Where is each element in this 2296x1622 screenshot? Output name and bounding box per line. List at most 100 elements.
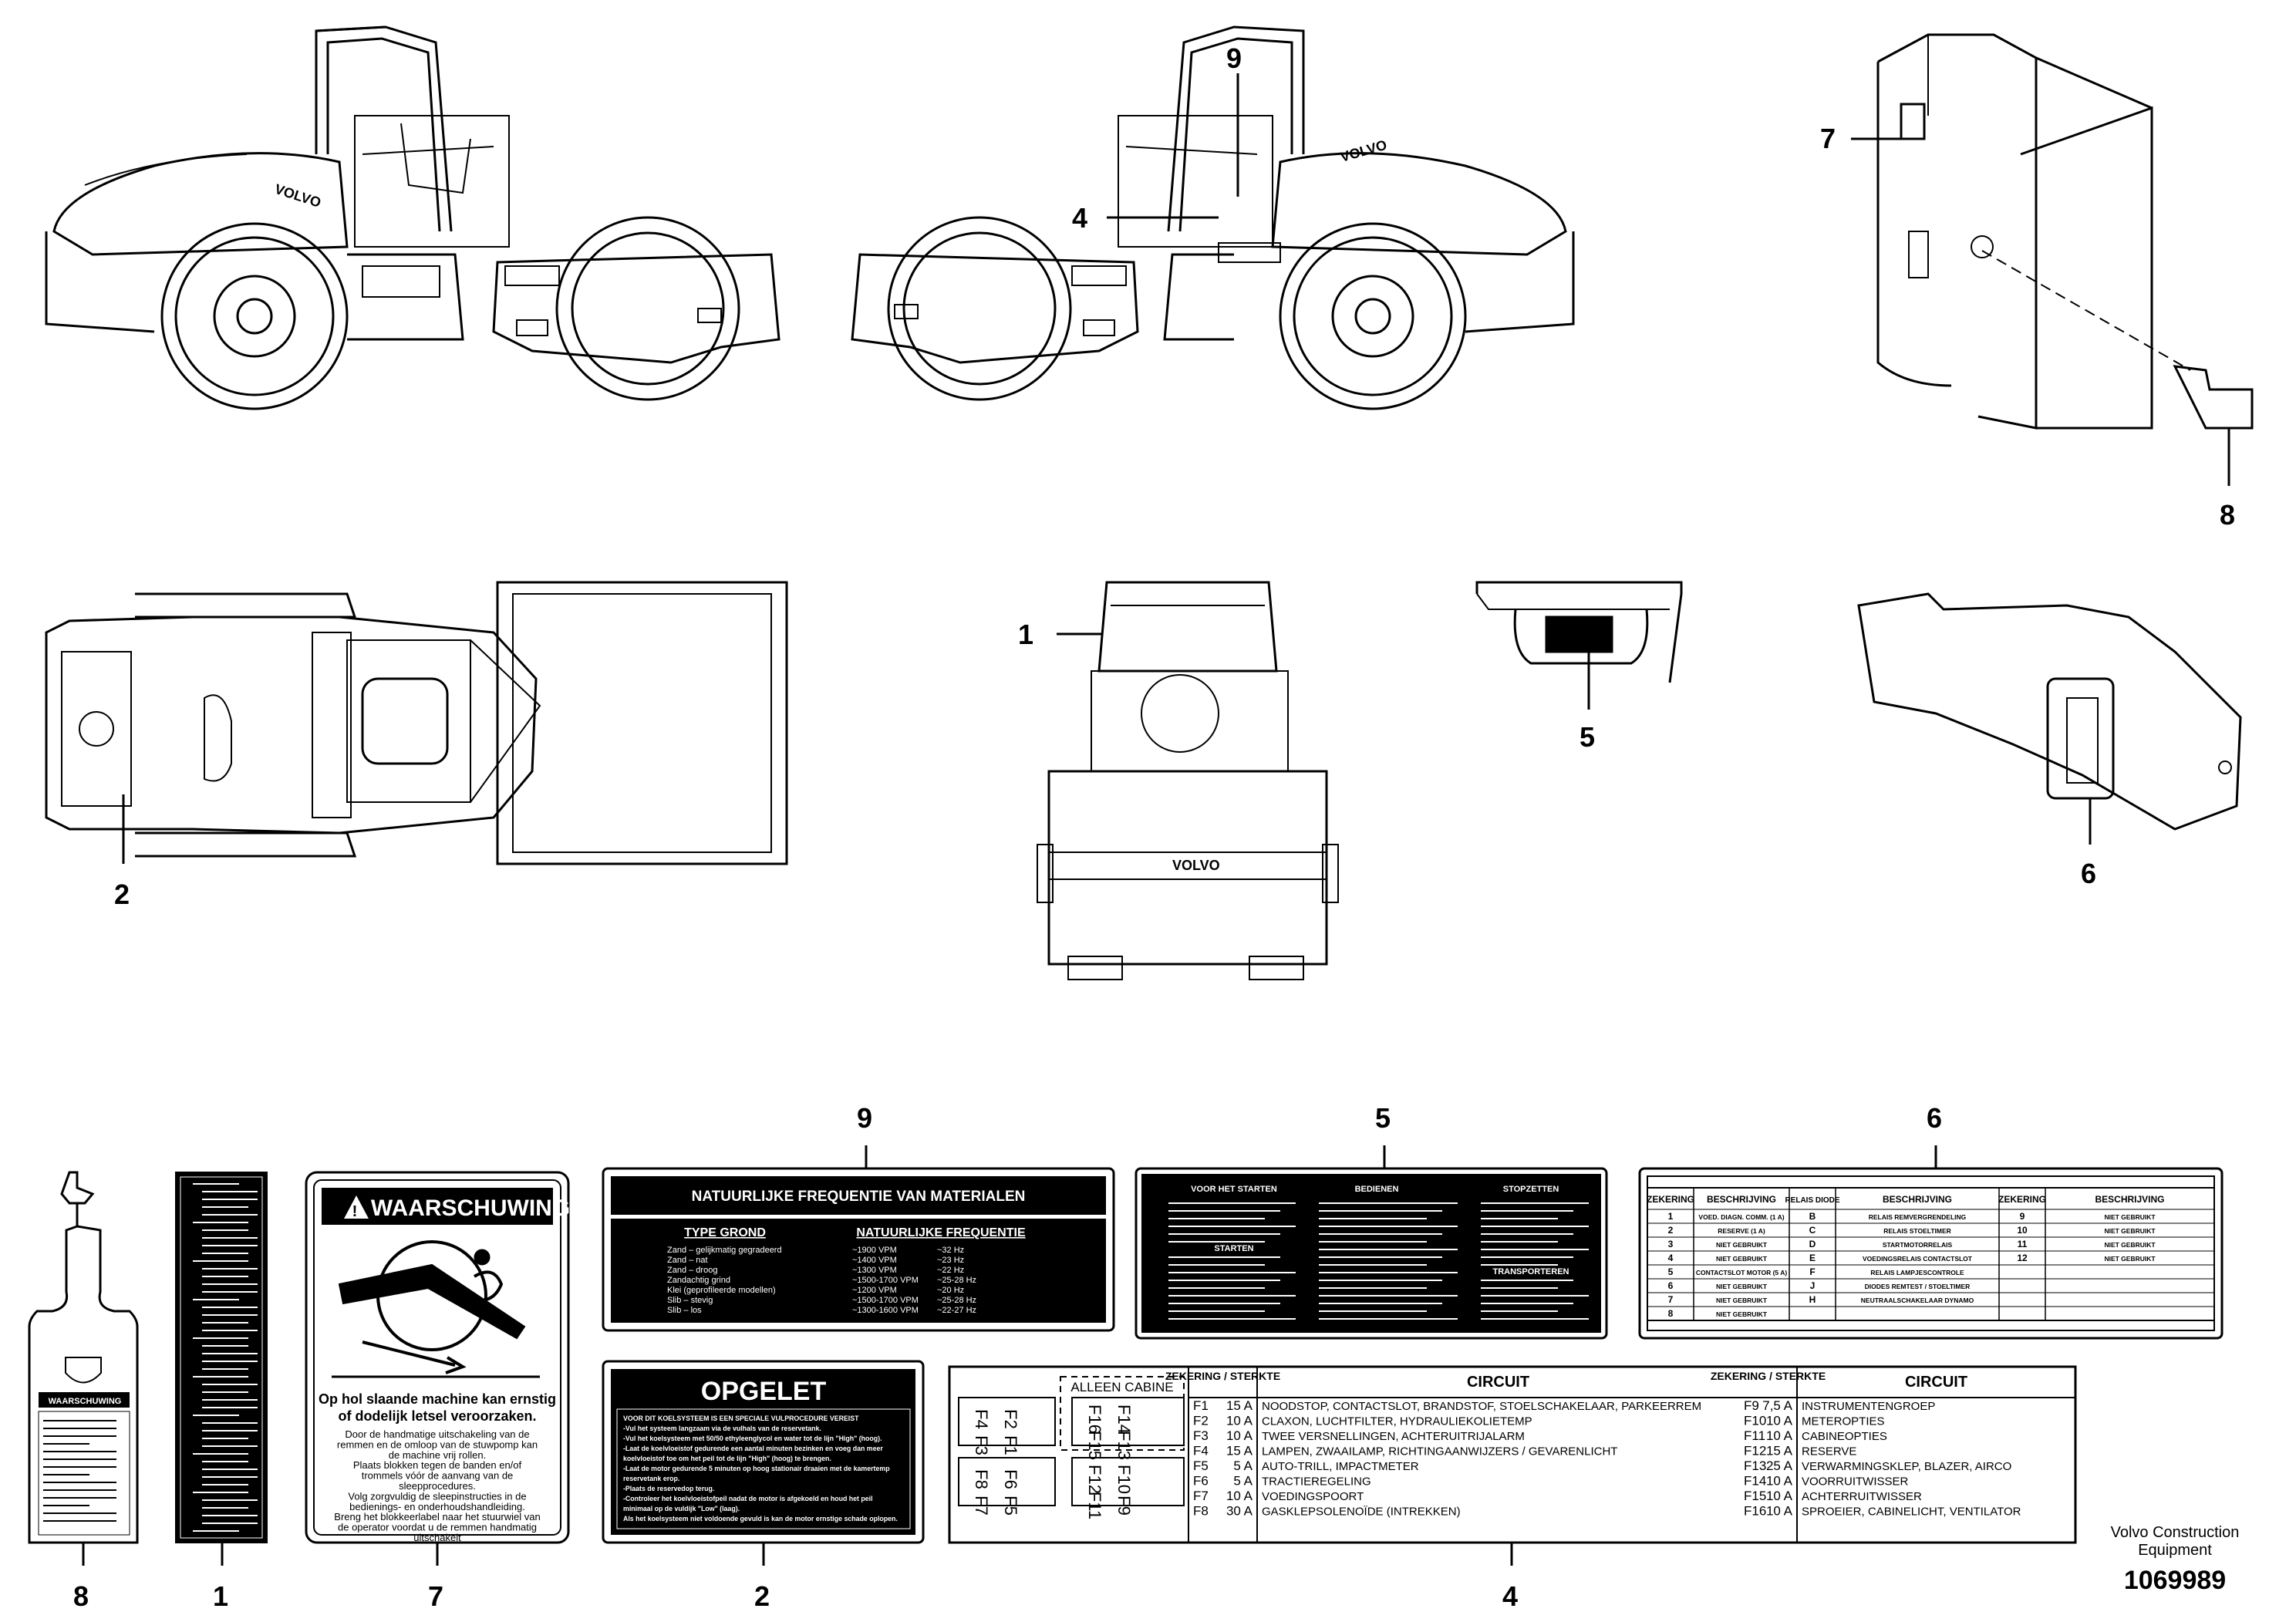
decal-6-cell: 5: [1668, 1266, 1674, 1277]
callout-9: 9: [857, 1102, 872, 1134]
machine-brand-label-left: VOLVO: [273, 181, 323, 211]
decal-7-body-line: de machine vrij rollen.: [389, 1449, 486, 1461]
fuse-label: F12: [1085, 1465, 1104, 1494]
decal-6-cell: NIET GEBRUIKT: [2104, 1255, 2156, 1263]
decal-4-fuse-id: F2: [1193, 1414, 1209, 1428]
decal-4-circuit: SPROEIER, CABINELICHT, VENTILATOR: [1802, 1506, 2021, 1519]
decal-9-hz: ~25-28 Hz: [937, 1276, 976, 1285]
decal-6-cell: RELAIS STOELTIMER: [1883, 1227, 1951, 1235]
decal-9-soil-type: Klei (geprofileerde modellen): [667, 1286, 776, 1295]
decal-4-fuse-rating: 15 A: [1766, 1444, 1793, 1458]
decal-8-title: WAARSCHUWING: [49, 1397, 122, 1406]
decal-4-circuit: TWEE VERSNELLINGEN, ACHTERUITRIJALARM: [1262, 1430, 1525, 1443]
decal-4-fuse-id: F11: [1744, 1428, 1765, 1443]
decal-6-header: ZEKERING: [1647, 1194, 1694, 1205]
decal-4-circuit: RESERVE: [1802, 1445, 1856, 1458]
cabine-fuse-block-bottom: [1071, 1457, 1185, 1506]
decal-4-fuse-id: F15: [1744, 1489, 1766, 1503]
decal-5-header-transport: TRANSPORTEREN: [1492, 1267, 1569, 1276]
decal-6-cell: B: [1809, 1211, 1816, 1222]
company-name-line1: Volvo Construction: [2110, 1524, 2240, 1541]
callout-2-top: 2: [114, 878, 130, 910]
decal-6-cell: NIET GEBRUIKT: [2104, 1227, 2156, 1235]
decal-4-fuse-id: F8: [1193, 1504, 1209, 1519]
decal-5-header-before-start: VOOR HET STARTEN: [1191, 1185, 1277, 1194]
decal-2-text-line: -Laat de motor gedurende 5 minuten op ho…: [623, 1465, 890, 1472]
decal-4-header-fuse: ZEKERING / STERKTE: [1711, 1370, 1826, 1382]
decal-6-cell: NIET GEBRUIKT: [1716, 1255, 1768, 1263]
decal-6-cell: 12: [2017, 1253, 2028, 1263]
decal-4-fuse-rating: 5 A: [1233, 1474, 1253, 1489]
decal-4-circuit: ACHTERRUITWISSER: [1802, 1490, 1922, 1503]
decal-7-body-line: remmen en de omloop van de stuwpomp kan: [337, 1438, 538, 1450]
fuse-label: F13: [1114, 1431, 1134, 1460]
fuse-label: F10: [1114, 1465, 1134, 1494]
decal-6-header: RELAIS DIODE: [1785, 1196, 1839, 1205]
relay-bracket-view: [1857, 592, 2242, 831]
decal-9-hz: ~23 Hz: [937, 1256, 964, 1265]
decal-4-fuse-rating: 30 A: [1226, 1504, 1253, 1519]
decal-6-cell: 10: [2017, 1225, 2028, 1236]
decal-4-circuit: NOODSTOP, CONTACTSLOT, BRANDSTOF, STOELS…: [1262, 1400, 1701, 1413]
decal-6-cell: 3: [1668, 1239, 1674, 1249]
decal-4-fuse-rating: 15 A: [1226, 1444, 1253, 1458]
fuse-label: F8: [972, 1469, 991, 1489]
decal-6-cell: 2: [1668, 1225, 1674, 1236]
fuse-label: F1: [1001, 1435, 1020, 1455]
decal-9-vpm: ~1300-1600 VPM: [852, 1306, 919, 1315]
decal-4-header-fuse: ZEKERING / STERKTE: [1165, 1370, 1280, 1382]
fuse-box-bracket: [1876, 33, 2254, 430]
decal-4-circuit: GASKLEPSOLENOÏDE (INTREKKEN): [1262, 1506, 1461, 1519]
fuse-label: F9: [1114, 1496, 1134, 1516]
decal-6-cell: 4: [1668, 1253, 1674, 1263]
decal-4-fuse-rating: 10 A: [1226, 1489, 1253, 1503]
decal-6-cell: NIET GEBRUIKT: [1716, 1283, 1768, 1290]
decal-4-fuse-id: F3: [1193, 1428, 1209, 1443]
decal-5-header-operate: BEDIENEN: [1355, 1185, 1399, 1194]
fuse-label: F14: [1114, 1404, 1134, 1434]
decal-9-col-frequency: NATUURLIJKE FREQUENTIE: [856, 1226, 1026, 1239]
decal-9-soil-type: Slib – stevig: [667, 1296, 713, 1305]
company-name-line2: Equipment: [2138, 1542, 2212, 1559]
decal-2-coolant-caution: OPGELET VOOR DIT KOELSYSTEEM IS EEN SPEC…: [602, 1360, 925, 1544]
decal-9-hz: ~20 Hz: [937, 1286, 964, 1295]
callout-5: 5: [1375, 1102, 1391, 1134]
decal-6-cell: RELAIS REMVERGRENDELING: [1869, 1213, 1967, 1221]
decal-6-header: BESCHRIJVING: [2095, 1194, 2164, 1205]
machine-brand-label-right: VOLVO: [1339, 137, 1389, 165]
decal-5-operating-instructions: VOOR HET STARTEN BEDIENEN STOPZETTEN STA…: [1135, 1167, 1608, 1340]
decal-4-fuse-id: F12: [1744, 1444, 1766, 1458]
decal-4-circuit: VOEDINGSPOORT: [1262, 1490, 1364, 1503]
callout-4-top: 4: [1072, 202, 1087, 234]
drawing-number: 1069989: [2123, 1566, 2227, 1595]
roller-side-view-left: [45, 25, 781, 410]
callout-9-top: 9: [1226, 42, 1242, 74]
decal-7-body-line: bedienings- en onderhoudshandleiding.: [349, 1501, 525, 1512]
decal-8-tag: WAARSCHUWING: [28, 1171, 139, 1544]
decal-6-cell: CONTACTSLOT MOTOR (5 A): [1696, 1269, 1788, 1276]
roller-side-view-right: [851, 25, 1575, 410]
decal-4-fuse-rating: 10 A: [1226, 1414, 1253, 1428]
decal-5-header-stop: STOPZETTEN: [1503, 1185, 1559, 1194]
fuse-label: F4: [972, 1409, 991, 1429]
fuse-label: F3: [972, 1435, 991, 1455]
decal-4-fuse-rating: 10 A: [1766, 1504, 1793, 1519]
decal-2-text-line: VOOR DIT KOELSYSTEEM IS EEN SPECIALE VUL…: [623, 1415, 859, 1422]
decal-7-warning: ! WAARSCHUWING Op hol slaande machine ka…: [305, 1171, 570, 1544]
decal-7-body-line: sleepprocedures.: [399, 1480, 476, 1492]
decal-4-fuse-rating: 7,5 A: [1762, 1398, 1792, 1413]
decal-7-body-line: Plaats blokken tegen de banden en/of: [353, 1459, 522, 1471]
decal-5-header-start: STARTEN: [1214, 1244, 1253, 1253]
decal-4-circuit: CABINEOPTIES: [1802, 1430, 1887, 1443]
decal-2-text-line: koelvloeistof toe om het peil tot de lij…: [623, 1455, 831, 1462]
callout-8-top: 8: [2220, 499, 2235, 531]
decal-4-fuse-rating: 15 A: [1226, 1398, 1253, 1413]
machine-brand-label-front: VOLVO: [1172, 858, 1220, 873]
roller-top-view: [45, 581, 788, 865]
callout-1-top: 1: [1018, 619, 1033, 650]
callout-7: 7: [428, 1580, 443, 1612]
decal-7-title: WAARSCHUWING: [371, 1195, 570, 1221]
decal-4-fuse-id: F5: [1193, 1458, 1209, 1473]
decal-4-circuit: AUTO-TRILL, IMPACTMETER: [1262, 1460, 1419, 1473]
decal-7-body-line: trommels vóór de aanvang van de: [362, 1470, 514, 1482]
